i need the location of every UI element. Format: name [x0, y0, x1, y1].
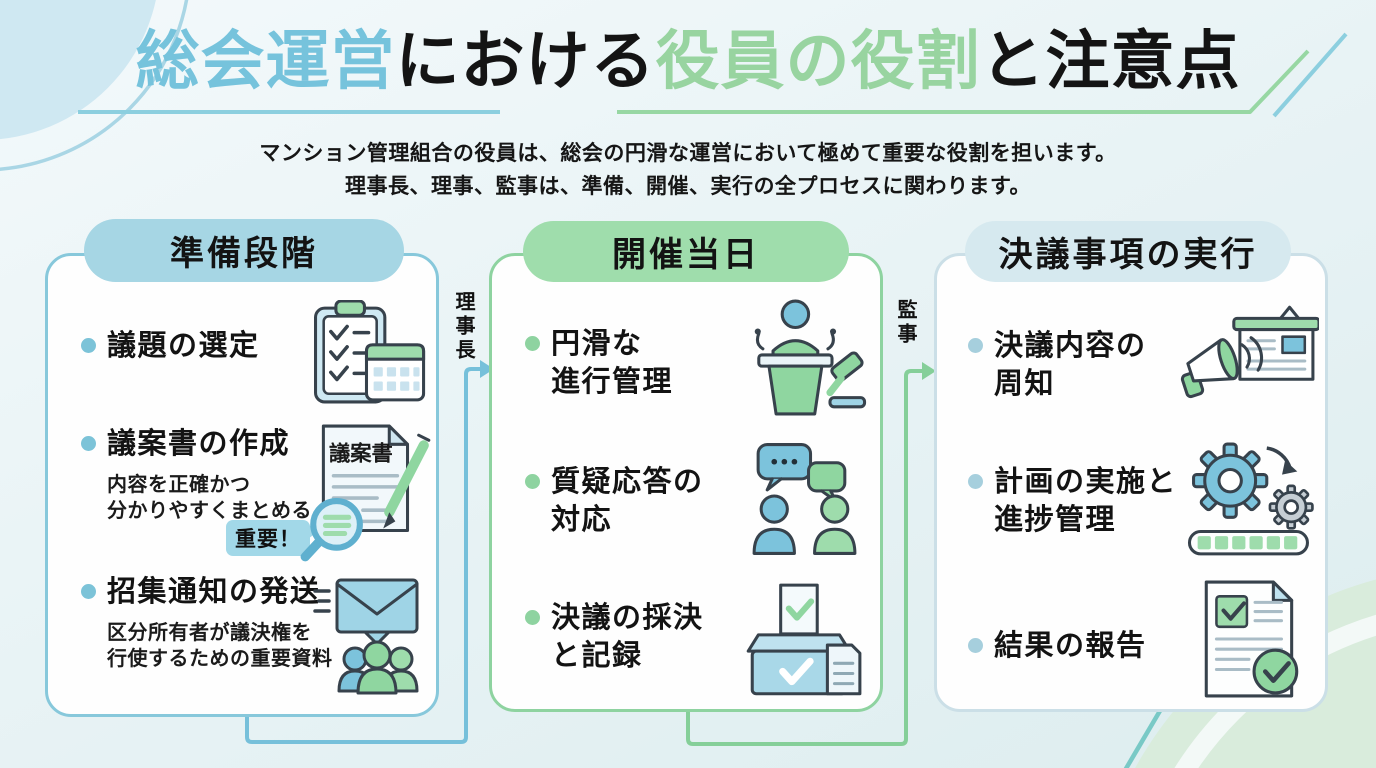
subtitle-line-2: 理事長、理事、監事は、準備、開催、実行の全プロセスに関わります。: [345, 175, 1031, 198]
qa-discussion-icon: [742, 442, 868, 556]
ballot-box-icon: [736, 582, 868, 702]
doc-label-text: 議案書: [329, 441, 393, 466]
phase-header-meeting-day: 開催当日: [523, 221, 849, 282]
page-title: 総会運営における役員の役割と注意点: [0, 26, 1376, 96]
list-item-smooth-facilitation: 円滑な 進行管理: [525, 326, 673, 401]
list-item-plan-progress: 計画の実施と 進捗管理: [968, 464, 1177, 539]
item-title: 招集通知の発送: [107, 576, 321, 608]
title-segment-yakuin: 役員の役割: [655, 25, 981, 97]
bullet-dot-icon: [968, 338, 983, 353]
title-underline-green: [617, 49, 1310, 114]
item-note: 内容を正確かつ 分かりやすくまとめる: [107, 473, 312, 523]
title-segment-soukai: 総会運営: [135, 25, 396, 97]
bullet-dot-icon: [81, 436, 96, 451]
subtitle-line-1: マンション管理組合の役員は、総会の円滑な運営において極めて重要な役割を担います。: [259, 142, 1117, 165]
gears-progress-icon: [1181, 440, 1319, 560]
podium-gavel-icon: [732, 298, 870, 418]
auditor-label: 監事: [894, 299, 916, 347]
phase-card-execution: 決議内容の 周知: [934, 253, 1328, 712]
list-item-qa-handling: 質疑応答の 対応: [525, 464, 704, 539]
title-slash-blue: [1272, 32, 1348, 118]
chairman-label: 理事長: [452, 291, 474, 363]
bullet-dot-icon: [968, 638, 983, 653]
list-item-proposal-drafting: 議案書の作成 内容を正確かつ 分かりやすくまとめる: [81, 426, 312, 524]
bullet-dot-icon: [968, 474, 983, 489]
title-segment-chuiten: と注意点: [980, 25, 1241, 97]
item-title: 議案書の作成: [107, 428, 291, 460]
bullet-dot-icon: [525, 474, 540, 489]
phase-header-preparation: 準備段階: [84, 219, 404, 282]
mail-people-icon: [313, 576, 425, 698]
list-item-notice-dispatch: 招集通知の発送 区分所有者が議決権を 行使するための重要資料: [81, 574, 333, 672]
title-segment-niokeru: における: [395, 25, 656, 97]
list-item-vote-and-record: 決議の採決 と記録: [525, 600, 704, 675]
bullet-dot-icon: [81, 338, 96, 353]
list-item-resolution-announcement: 決議内容の 周知: [968, 328, 1147, 403]
list-item-agenda-selection: 議題の選定: [81, 328, 260, 366]
item-note: 区分所有者が議決権を 行使するための重要資料: [107, 621, 333, 671]
clipboard-calendar-icon: [303, 300, 431, 406]
proposal-document-magnifier-icon: 議案書: [298, 421, 440, 569]
item-title: 決議内容の 周知: [994, 330, 1147, 400]
item-title: 質疑応答の 対応: [551, 466, 704, 536]
phase-card-preparation: 議題の選定: [45, 253, 439, 717]
top-left-circle-decoration: [0, 0, 156, 140]
item-title: 計画の実施と 進捗管理: [994, 466, 1178, 536]
item-title: 結果の報告: [994, 630, 1147, 662]
report-check-icon: [1191, 578, 1311, 700]
list-item-result-report: 結果の報告: [968, 628, 1147, 666]
bullet-dot-icon: [525, 336, 540, 351]
item-title: 決議の採決 と記録: [551, 602, 704, 672]
item-title: 議題の選定: [107, 330, 260, 362]
bullet-dot-icon: [81, 584, 96, 599]
megaphone-board-icon: [1177, 304, 1319, 416]
phase-header-execution: 決議事項の実行: [965, 221, 1291, 282]
phase-card-meeting-day: 円滑な 進行管理 質疑応答の 対応: [489, 253, 883, 712]
item-title: 円滑な 進行管理: [551, 328, 674, 398]
teal-slash-decoration: [1123, 702, 1166, 768]
bullet-dot-icon: [525, 610, 540, 625]
